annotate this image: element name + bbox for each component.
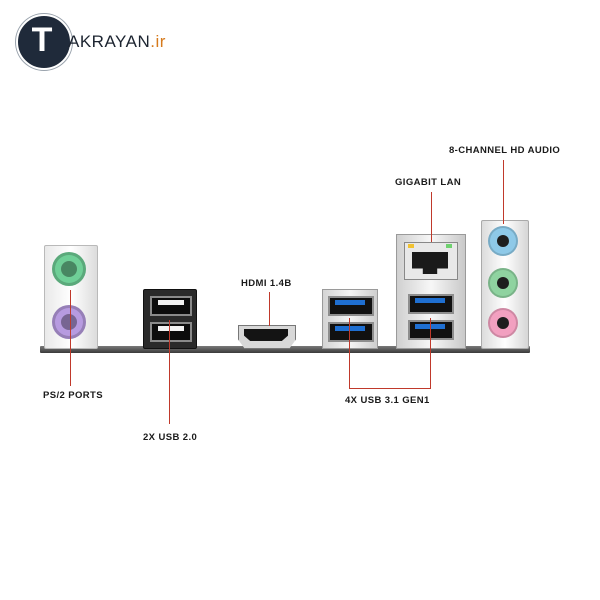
hdmi-leader-line — [269, 292, 270, 326]
lan-label: GIGABIT LAN — [395, 177, 462, 188]
lan-led-left — [408, 244, 414, 248]
audio-line-out-jack — [488, 268, 518, 298]
logo-text: AKRAYAN.ir — [68, 32, 166, 52]
usb31-leader-bar — [349, 388, 431, 389]
usb31-leader-left — [349, 318, 350, 388]
ps2-keyboard-port — [52, 252, 86, 286]
logo-letter: T — [31, 21, 53, 59]
hdmi-label: HDMI 1.4B — [241, 278, 292, 289]
logo-name: AKRAYAN — [68, 32, 151, 51]
io-baseplate — [40, 346, 530, 353]
lan-leader-line — [431, 192, 432, 242]
lan-led-right — [446, 244, 452, 248]
audio-label: 8-CHANNEL HD AUDIO — [449, 145, 561, 156]
audio-line-in-jack — [488, 226, 518, 256]
audio-mic-jack — [488, 308, 518, 338]
ps2-label: PS/2 PORTS — [43, 390, 103, 401]
usb20-label: 2X USB 2.0 — [143, 432, 198, 443]
lan-port-opening — [412, 252, 448, 274]
hdmi-port-opening — [244, 329, 288, 341]
ps2-mouse-port — [52, 305, 86, 339]
usb20-leader-line — [169, 320, 170, 424]
usb31-label: 4X USB 3.1 GEN1 — [345, 395, 430, 406]
logo-suffix: .ir — [150, 32, 166, 51]
ps2-leader-line — [70, 290, 71, 386]
audio-leader-line — [503, 160, 504, 224]
usb2-port-stack — [143, 289, 197, 349]
logo-badge-icon — [16, 14, 72, 70]
usb31-port-stack-left — [322, 289, 378, 349]
usb31-leader-right — [430, 318, 431, 388]
takrayan-logo: T AKRAYAN.ir — [12, 12, 182, 72]
